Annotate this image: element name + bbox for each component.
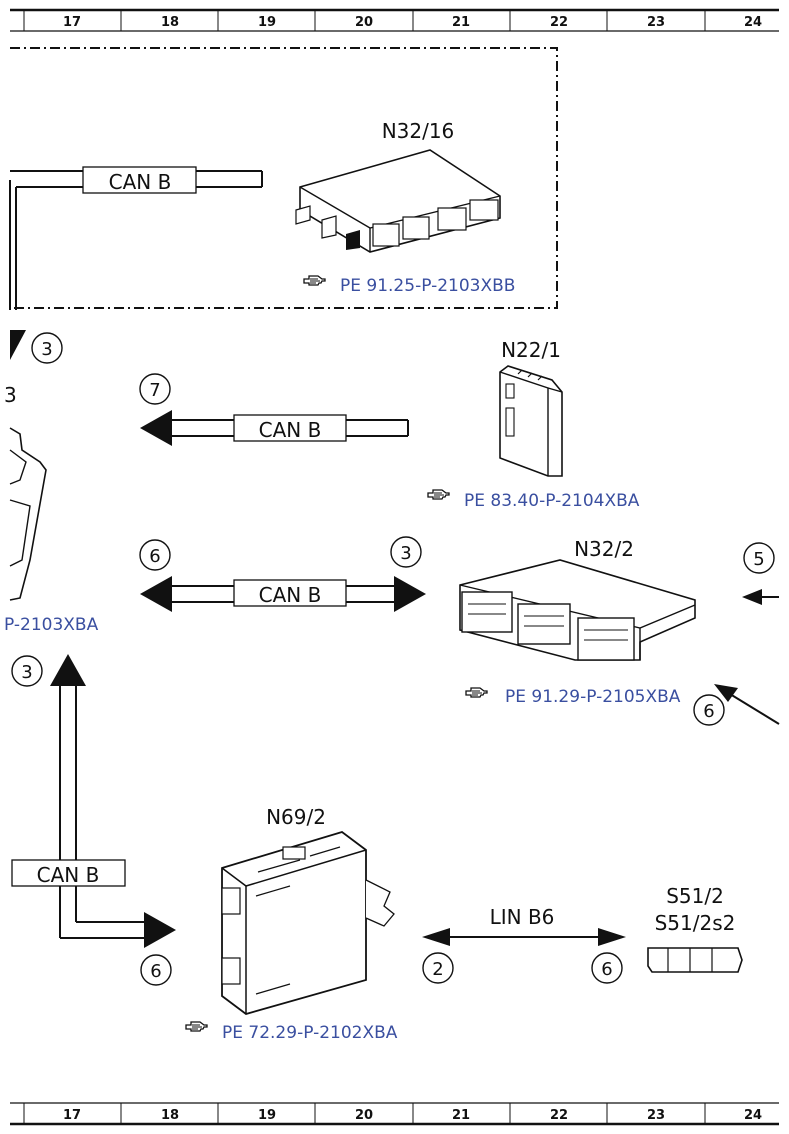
lin-wire: LIN B6 — [422, 905, 626, 946]
ruler-top-21: 21 — [452, 15, 470, 30]
svg-text:5: 5 — [753, 549, 764, 570]
n32-16-boundary — [10, 47, 558, 309]
ruler-bottom-19: 19 — [258, 1108, 276, 1123]
ruler-bottom-24: 24 — [744, 1108, 762, 1123]
can-left-wire: CAN B — [11, 654, 176, 948]
can-mid-label: CAN B — [259, 583, 322, 607]
ruler-bottom-18: 18 — [161, 1108, 179, 1123]
ruler-top-22: 22 — [550, 15, 568, 30]
ruler-bottom-22: 22 — [550, 1108, 568, 1123]
left-cutoff-module: 3 P-2103XBA — [4, 383, 99, 635]
n69-2-module: N69/2 PE 72.29-P-2102XBA — [185, 805, 398, 1043]
can-top-label: CAN B — [109, 170, 172, 194]
svg-text:6: 6 — [150, 961, 161, 982]
ruler-bottom-20: 20 — [355, 1108, 373, 1123]
marker-6-c: 6 — [140, 954, 172, 986]
marker-3-a: 3 — [31, 332, 63, 364]
svg-text:3: 3 — [21, 662, 32, 683]
s51-2s2-name: S51/2s2 — [655, 911, 736, 935]
bottom-ruler: 17 18 19 20 21 22 23 24 — [10, 1102, 779, 1126]
ruler-bottom-23: 23 — [647, 1108, 665, 1123]
left-module-ref-fragment: P-2103XBA — [4, 615, 99, 635]
s51-2-name: S51/2 — [666, 884, 724, 908]
ruler-top-24: 24 — [744, 15, 762, 30]
n69-2-name: N69/2 — [266, 805, 326, 829]
ruler-bottom-21: 21 — [452, 1108, 470, 1123]
svg-text:6: 6 — [601, 959, 612, 980]
marker-7: 7 — [139, 373, 171, 405]
marker-3-c: 3 — [11, 655, 43, 687]
marker-6-d: 6 — [591, 952, 623, 984]
s51-2-switch: S51/2 S51/2s2 — [647, 884, 743, 973]
svg-text:3: 3 — [41, 339, 52, 360]
n32-16-module: N32/16 PE 91.25-P-2103XBB — [295, 119, 515, 296]
marker-5: 5 — [742, 542, 779, 605]
n22-1-ref: PE 83.40-P-2104XBA — [464, 491, 640, 511]
ruler-top-18: 18 — [161, 15, 179, 30]
marker-3-b: 3 — [390, 536, 422, 568]
marker-2: 2 — [422, 952, 454, 984]
n32-16-ref: PE 91.25-P-2103XBB — [340, 276, 515, 296]
top-ruler: 17 18 19 20 21 22 23 24 — [10, 8, 779, 32]
marker-6-a: 6 — [139, 539, 171, 571]
svg-text:6: 6 — [149, 546, 160, 567]
n32-2-module: N32/2 PE 91.29-P-2105XBA — [459, 537, 696, 707]
can-top-wire: CAN B — [9, 166, 263, 360]
ruler-top-23: 23 — [647, 15, 665, 30]
n32-16-name: N32/16 — [382, 119, 455, 143]
n69-2-ref: PE 72.29-P-2102XBA — [222, 1023, 398, 1043]
n22-1-name: N22/1 — [501, 338, 561, 362]
can-n22-label: CAN B — [259, 418, 322, 442]
lin-label: LIN B6 — [490, 905, 555, 929]
can-left-label: CAN B — [37, 863, 100, 887]
can-n22-wire: CAN B — [140, 410, 409, 446]
can-mid-wire: CAN B — [140, 576, 426, 612]
n32-2-ref: PE 91.29-P-2105XBA — [505, 687, 681, 707]
marker-6-b: 6 — [693, 684, 780, 726]
svg-text:2: 2 — [432, 959, 443, 980]
n22-1-module: N22/1 PE 83.40-P-2104XBA — [427, 338, 640, 511]
svg-text:3: 3 — [400, 543, 411, 564]
svg-text:7: 7 — [149, 380, 160, 401]
ruler-top-19: 19 — [258, 15, 276, 30]
ruler-bottom-17: 17 — [63, 1108, 81, 1123]
left-module-fragment: 3 — [4, 383, 17, 407]
n32-2-name: N32/2 — [574, 537, 634, 561]
ruler-top-17: 17 — [63, 15, 81, 30]
ruler-top-20: 20 — [355, 15, 373, 30]
svg-text:6: 6 — [703, 701, 714, 722]
